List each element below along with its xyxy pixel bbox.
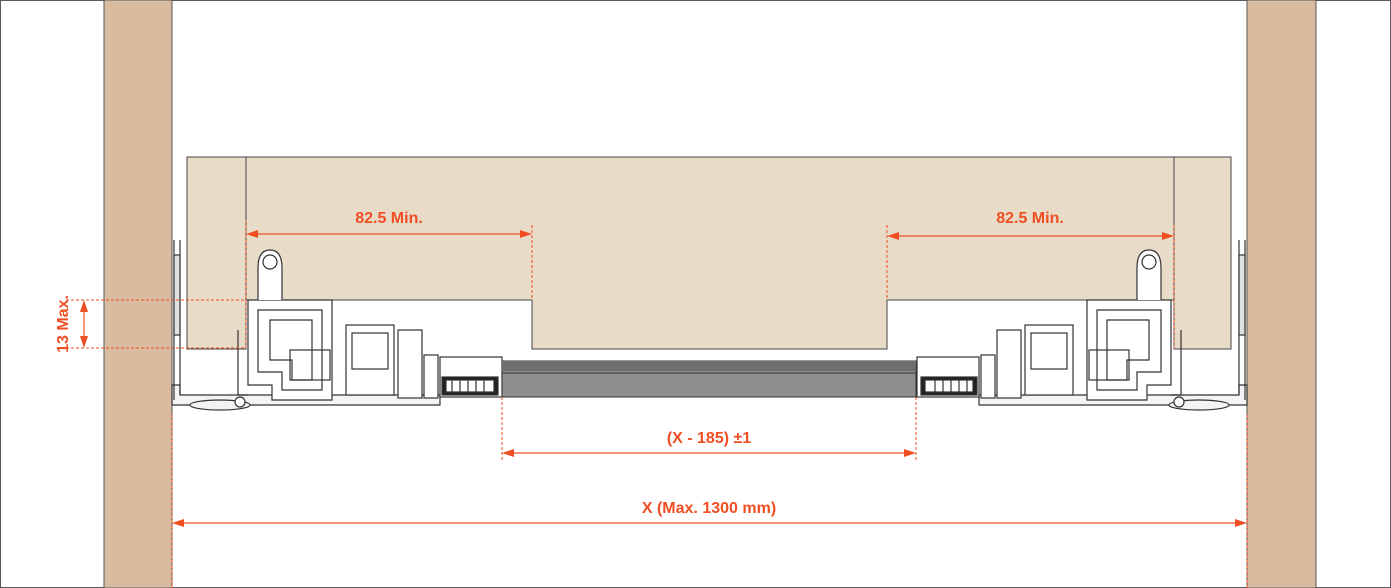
dimension-height-max <box>66 299 246 349</box>
dimension-left-reach <box>245 220 533 350</box>
dimension-inner-width <box>171 415 1248 588</box>
label-inner-width: X (Max. 1300 mm) <box>642 500 776 517</box>
label-height-max: 13 Max. <box>55 295 72 353</box>
label-right-reach: 82.5 Min. <box>996 210 1064 227</box>
synchronisation-rod <box>501 360 917 398</box>
cabinet-wall-right <box>1246 0 1317 588</box>
drawer-panel <box>186 156 1232 350</box>
cabinet-wall-left <box>103 0 173 588</box>
runner-mechanism-left <box>171 240 503 411</box>
runner-mechanism-right <box>916 240 1248 411</box>
dimension-right-reach <box>886 225 1175 350</box>
label-rod-length: (X - 185) ±1 <box>667 430 751 447</box>
label-left-reach: 82.5 Min. <box>355 210 423 227</box>
dimension-rod-length <box>501 397 917 460</box>
